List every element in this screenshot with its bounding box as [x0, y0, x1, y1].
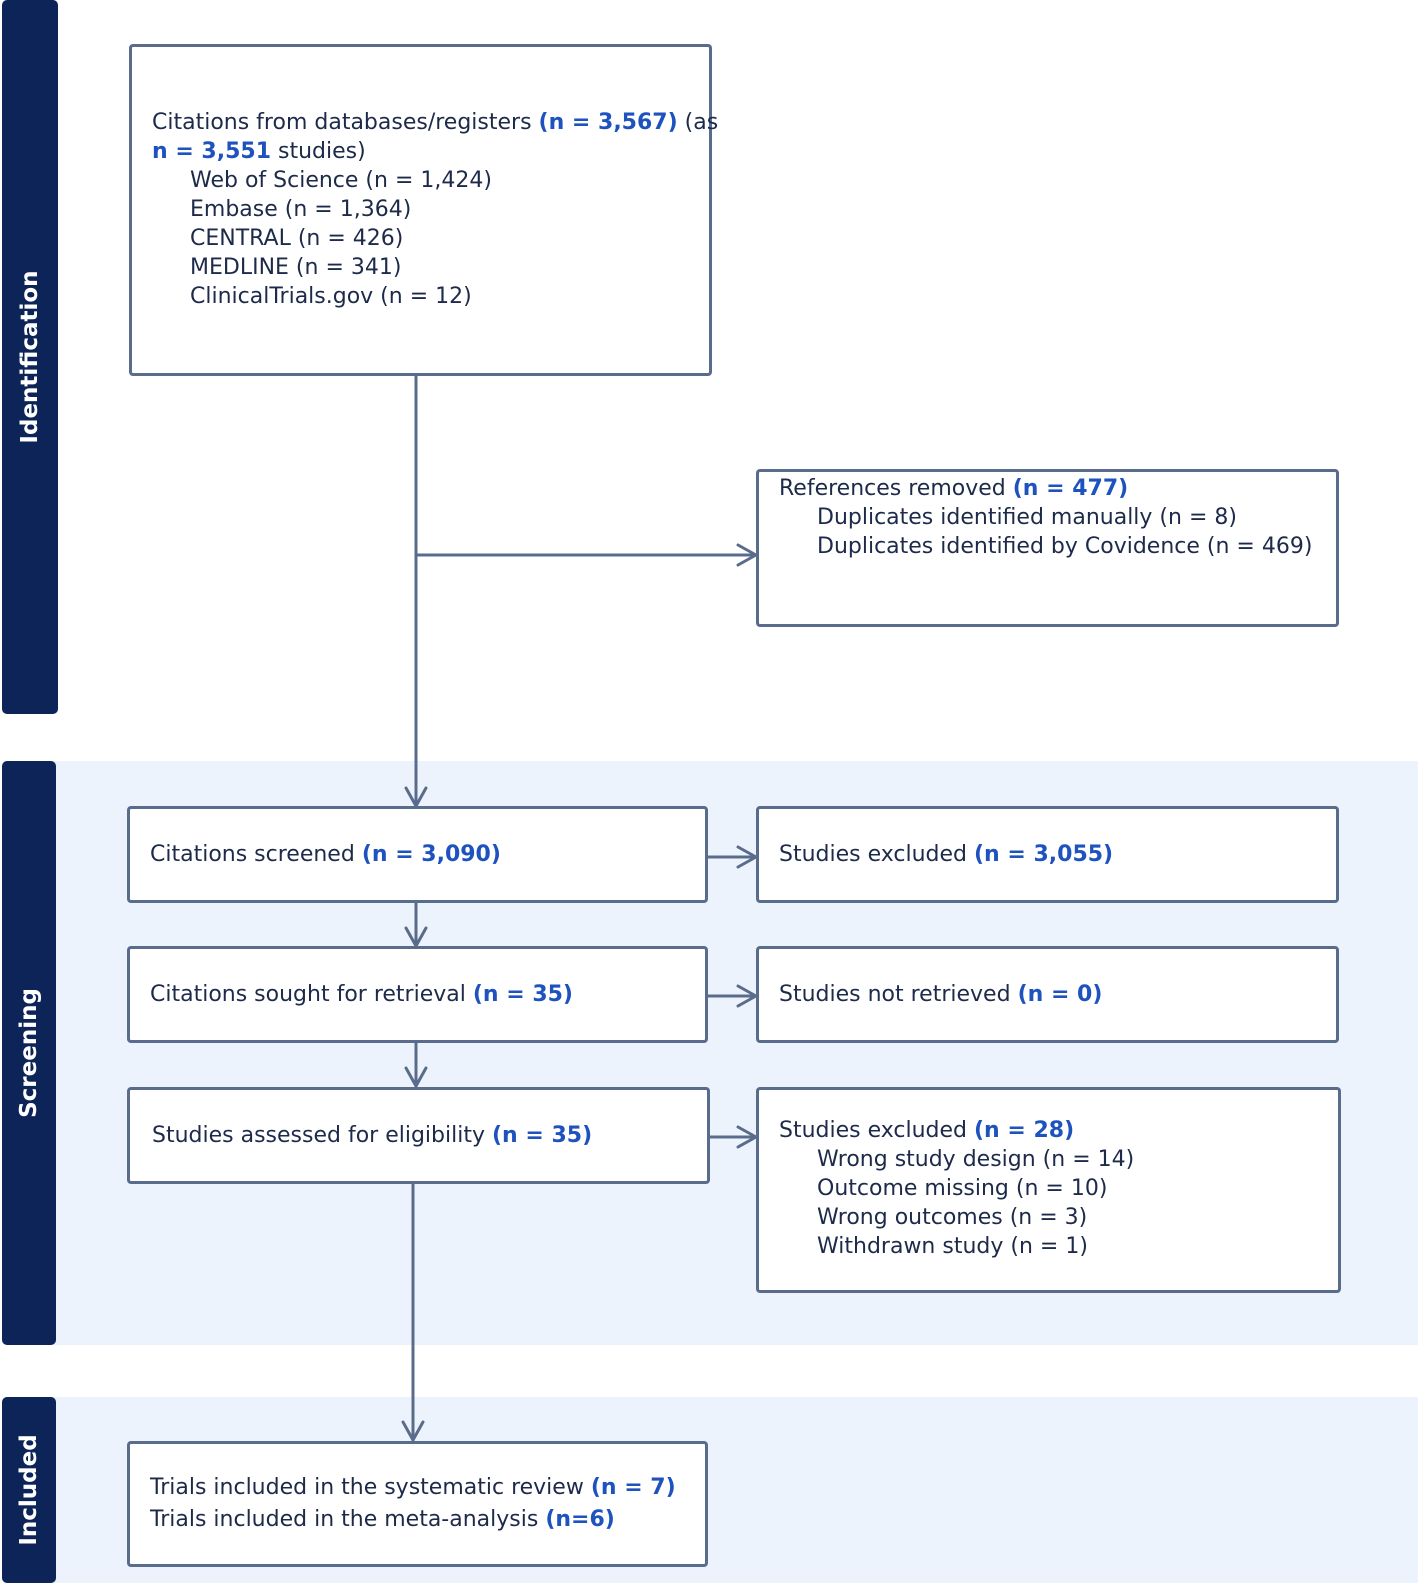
excluded-full-count: (n = 28) [974, 1118, 1075, 1143]
references-removed-box: References removed (n = 477) Duplicates … [756, 469, 1339, 627]
citations-retrieval-box: Citations sought for retrieval (n = 35) [127, 946, 708, 1043]
eligibility-count: (n = 35) [492, 1123, 593, 1148]
screened-label: Citations screened [150, 842, 355, 867]
exclusion-reason: Wrong outcomes (n = 3) [817, 1205, 1088, 1230]
records-count: (n = 3,567) [538, 110, 678, 135]
excluded-screen-count: (n = 3,055) [974, 842, 1114, 867]
source-item: CENTRAL (n = 426) [190, 226, 404, 251]
identification-phase-bar: Identification [2, 0, 58, 714]
not-retrieved-count: (n = 0) [1017, 982, 1103, 1007]
records-studies-suffix: studies) [278, 139, 366, 164]
source-item: MEDLINE (n = 341) [190, 255, 402, 280]
records-label: Citations from databases/registers [152, 110, 532, 135]
records-identified-box: Citations from databases/registers (n = … [129, 44, 718, 376]
source-item: Web of Science (n = 1,424) [190, 168, 492, 193]
screened-count: (n = 3,090) [361, 842, 501, 867]
exclusion-reason: Withdrawn study (n = 1) [817, 1234, 1088, 1259]
removed-label: References removed [779, 476, 1006, 501]
studies-excluded-fulltext-box: Studies excluded (n = 28) Wrong study de… [756, 1087, 1341, 1293]
trials-included-box: Trials included in the systematic review… [127, 1441, 708, 1567]
exclusion-reason: Wrong study design (n = 14) [817, 1147, 1135, 1172]
screening-phase-bar: Screening [2, 761, 56, 1345]
exclusion-reason: Outcome missing (n = 10) [817, 1176, 1108, 1201]
records-studies-count: n = 3,551 [152, 139, 272, 164]
excluded-screen-label: Studies excluded [779, 842, 967, 867]
citations-screened-box: Citations screened (n = 3,090) [127, 806, 708, 903]
eligibility-label: Studies assessed for eligibility [152, 1123, 485, 1148]
excluded-full-label: Studies excluded [779, 1118, 967, 1143]
retrieval-label: Citations sought for retrieval [150, 982, 466, 1007]
included-phase-bar: Included [2, 1397, 56, 1583]
studies-excluded-screening-box: Studies excluded (n = 3,055) [756, 806, 1339, 903]
records-as: (as [684, 110, 719, 135]
not-retrieved-label: Studies not retrieved [779, 982, 1011, 1007]
source-item: Embase (n = 1,364) [190, 197, 412, 222]
removed-item: Duplicates identified by Covidence (n = … [817, 534, 1313, 559]
included-meta-label: Trials included in the meta-analysis [150, 1507, 539, 1532]
included-meta-count: (n=6) [545, 1507, 615, 1532]
eligibility-assessed-box: Studies assessed for eligibility (n = 35… [127, 1087, 710, 1184]
removed-count: (n = 477) [1012, 476, 1129, 501]
included-review-label: Trials included in the systematic review [150, 1475, 584, 1500]
retrieval-count: (n = 35) [472, 982, 573, 1007]
removed-item: Duplicates identified manually (n = 8) [817, 505, 1237, 530]
studies-not-retrieved-box: Studies not retrieved (n = 0) [756, 946, 1339, 1043]
included-review-count: (n = 7) [590, 1475, 676, 1500]
source-item: ClinicalTrials.gov (n = 12) [190, 284, 472, 309]
